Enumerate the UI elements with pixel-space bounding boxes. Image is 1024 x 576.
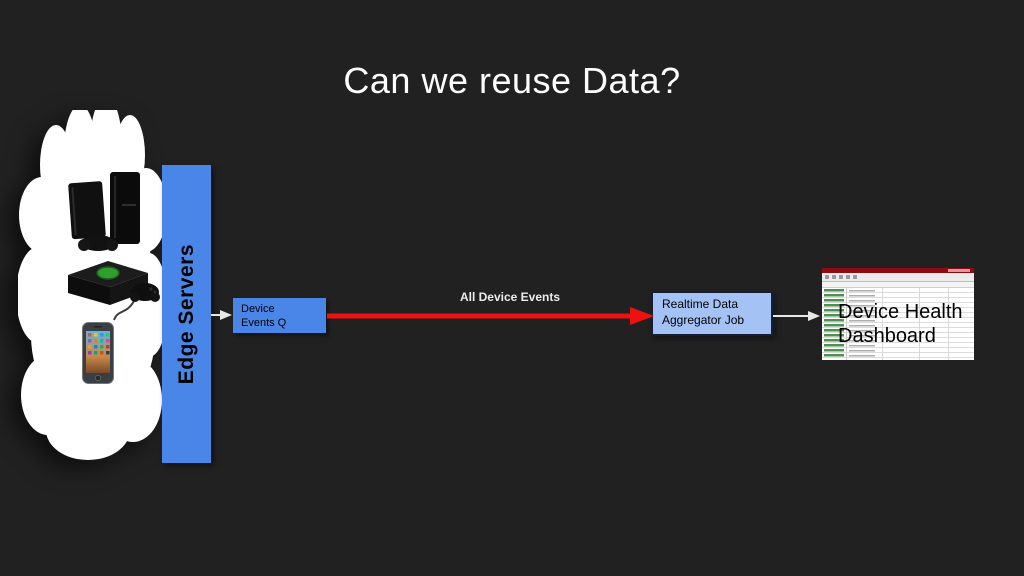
device-cloud [18, 110, 170, 462]
xbox-console-icon [68, 261, 160, 321]
dashboard-table-header [822, 282, 974, 288]
dashboard-table [822, 288, 974, 360]
playstation-consoles-icon [68, 172, 140, 251]
dashboard-label: Device Health Dashboard [838, 300, 963, 348]
dashboard-thumbnail [822, 268, 974, 360]
dashboard-label-line1: Device Health [838, 301, 963, 323]
dashboard-data-column [849, 289, 875, 359]
smartphone-icon [82, 322, 114, 384]
dashboard-left-column [824, 289, 844, 359]
slide-title: Can we reuse Data? [343, 60, 681, 101]
device-events-q-label-line1: Device [241, 303, 275, 315]
device-events-q-label-line2: Events Q [241, 317, 287, 330]
edge-servers-label: Edge Servers [174, 243, 198, 385]
dashboard-label-line2: Dashboard [838, 325, 936, 347]
realtime-aggregator-label-line2: Aggregator Job [662, 312, 745, 327]
device-events-q-node: Device Events Q [233, 298, 326, 333]
dashboard-toolbar [822, 273, 974, 282]
edge-servers-node: Edge Servers [162, 165, 211, 463]
realtime-aggregator-node: Realtime Data Aggregator Job [651, 291, 773, 336]
dashboard-titlebar [822, 268, 974, 273]
all-device-events-label: All Device Events [459, 290, 561, 304]
realtime-aggregator-label-line1: Realtime Data [662, 297, 739, 311]
